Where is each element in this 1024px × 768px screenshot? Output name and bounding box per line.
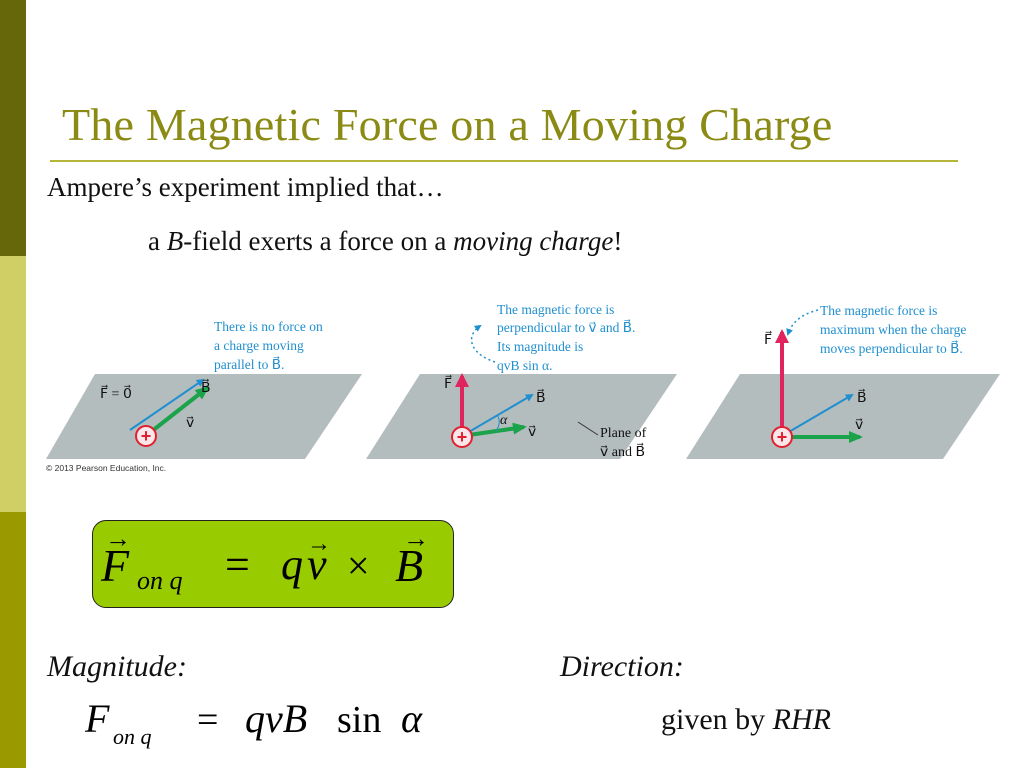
magnitude-equation: F on q = qvB sin α [84,694,445,759]
panel2-plane-pointer [577,421,599,436]
direction-rhr: RHR [772,703,831,736]
eq-equals: = [225,540,250,589]
intro-line: Ampere’s experiment implied that… [47,172,444,202]
figure-svg: There is no force on a charge moving par… [46,302,1000,473]
panel1-charge [135,425,157,447]
panel3-charge-sign: + [777,427,788,447]
magnitude-label: Magnitude: [47,650,187,683]
panel3-note-line-2: maximum when the charge [820,322,966,337]
panel-angle: The magnetic force is perpendicular to v… [366,302,677,460]
eq-times: × [347,543,370,588]
panel1-note-line-1: There is no force on [214,319,323,334]
panel-perpendicular: The magnetic force is maximum when the c… [686,303,1000,459]
panel3-v-label: v⃗ [855,418,863,433]
statement-suffix: ! [613,226,623,256]
eq-v: v [307,540,327,589]
plane-3 [686,374,1000,459]
panel1-b-vector [129,378,205,431]
panel2-f-label: F⃗ [444,374,452,392]
sidebar-top-block [0,0,26,256]
lorentz-force-equation: F → on q = q v → × B → [100,524,429,595]
mag-equals: = [197,699,218,741]
direction-label: Direction: [560,650,684,683]
panel1-v-vector [145,386,210,437]
eq-subscript: on q [137,566,183,595]
eq-v-arrow: → [307,531,331,557]
statement-mid: -field exerts a force on a [183,226,454,256]
panel2-alpha-label: α [500,413,508,428]
figure-credit: © 2013 Pearson Education, Inc. [46,463,166,473]
panel3-callout-arrow [786,309,819,336]
direction-text: given by RHR [661,703,831,737]
panel3-note-line-3: moves perpendicular to B⃗. [820,340,963,356]
panel2-plane-label-2: v⃗ and B⃗ [600,442,645,460]
panel3-b-vector [781,393,854,437]
panel1-charge-sign: + [141,426,152,446]
plane-2 [366,374,677,459]
mag-f-symbol: F [85,696,110,741]
panel1-note-line-2: a charge moving [214,338,304,353]
sidebar-middle-block [0,256,26,512]
mag-subscript: on q [113,724,152,749]
panel3-note-line-1: The magnetic force is [820,303,937,318]
panel1-b-label: B⃗ [201,378,211,396]
panel2-v-label: v⃗ [528,425,536,440]
panel1-v-label: v⃗ [186,416,194,431]
plane-1 [46,374,362,459]
panel2-note-line-1: The magnetic force is [497,302,614,317]
statement-prefix: a [148,226,167,256]
panel2-charge [451,426,473,448]
mag-sin: sin [337,699,381,741]
direction-prefix: given by [661,703,773,736]
mag-alpha: α [401,696,423,741]
slide-title: The Magnetic Force on a Moving Charge [62,99,833,150]
eq-b-arrow: → [403,524,429,553]
eq-b: B [395,540,423,591]
b-symbol: B [166,226,184,256]
eq-q: q [281,540,303,589]
panel2-note-line-3: Its magnitude is [497,339,583,354]
panel2-note-line-2: perpendicular to v⃗ and B⃗. [497,319,635,335]
panel2-charge-sign: + [457,427,468,447]
mag-qvb: qvB [245,696,307,741]
title-underline [50,160,958,162]
panel2-plane-label-1: Plane of [600,426,647,441]
sidebar-decoration [0,0,26,768]
statement-line: a B-field exerts a force on a moving cha… [148,226,622,257]
lorentz-force-equation-box: F → on q = q v → × B → [92,520,454,608]
panel2-angle-arc [495,414,500,432]
magnitude-equation-svg: F on q = qvB sin α [84,696,423,749]
panel3-f-label: F⃗ [764,330,772,348]
sidebar-bottom-block [0,512,26,768]
panel3-charge [771,426,793,448]
panel1-note-line-3: parallel to B⃗. [214,356,284,372]
statement-emphasis: moving charge [453,226,614,256]
panel-parallel: There is no force on a charge moving par… [46,319,362,473]
magnetic-force-figure: There is no force on a charge moving par… [40,296,1020,486]
eq-f-arrow: → [105,524,131,553]
panel2-note-line-4: qvB sin α. [497,358,552,373]
eq-f-symbol: F [100,540,130,591]
panel2-b-label: B⃗ [536,388,546,406]
panel3-b-label: B⃗ [857,388,867,406]
panel2-callout-arrow [470,324,496,363]
panel1-force-label: F⃗ = 0⃗ [100,384,132,402]
